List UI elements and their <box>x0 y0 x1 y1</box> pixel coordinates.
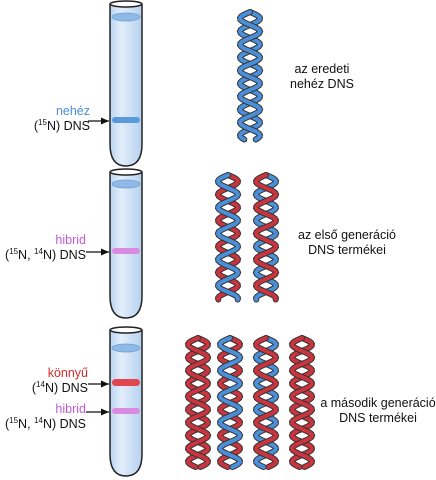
band-description: (15N, 14N) DNS <box>0 417 86 432</box>
caption-line: a második generáció <box>320 396 436 410</box>
band-label-heavy: nehéz (15N) DNS <box>0 104 90 134</box>
dna-double-helix <box>252 172 280 303</box>
band-description: (15N) DNS <box>0 119 90 134</box>
test-tube-heavy <box>109 0 143 167</box>
band-label-hybrid: hibrid (15N, 14N) DNS <box>0 233 86 263</box>
desc-end: N) DNS <box>42 248 86 262</box>
isotope-superscript: 15 <box>9 416 19 425</box>
test-tube-second-gen <box>109 326 143 477</box>
band-name: hibrid <box>55 402 86 416</box>
band-label-light: könnyű (14N) DNS <box>0 366 88 396</box>
band-heavy <box>112 117 140 123</box>
desc-end: N) DNS <box>42 417 86 431</box>
isotope-superscript: 15 <box>38 118 47 127</box>
caption-line: DNS termékei <box>339 411 417 425</box>
isotope-superscript: 14 <box>34 416 43 425</box>
desc-mid: N) DNS <box>46 119 90 133</box>
band-hybrid <box>112 408 140 414</box>
band-name: hibrid <box>55 233 86 247</box>
dna-double-helix <box>288 335 316 470</box>
test-tube-first-gen <box>109 168 143 319</box>
dna-strand-b <box>215 173 241 302</box>
result-caption-original: az eredeti nehéz DNS <box>262 62 382 92</box>
dna-strand-b <box>217 336 243 469</box>
caption-line: nehéz DNS <box>290 77 354 91</box>
band-light <box>112 379 140 386</box>
desc-mid: N, <box>18 248 35 262</box>
caption-line: az első generáció <box>298 228 396 242</box>
isotope-superscript: 14 <box>36 380 45 389</box>
desc-pre: ( <box>31 381 37 395</box>
dna-strand-b <box>289 336 315 469</box>
dna-double-helix <box>252 335 280 470</box>
desc-pre: ( <box>4 417 10 431</box>
desc-mid: N, <box>18 417 35 431</box>
band-description: (15N, 14N) DNS <box>0 248 86 263</box>
dna-double-helix <box>216 335 244 470</box>
desc-pre: ( <box>4 248 10 262</box>
band-description: (14N) DNS <box>0 381 88 396</box>
dna-strand-b <box>185 336 211 469</box>
result-caption-first-gen: az első generáció DNS termékei <box>282 228 412 258</box>
dna-double-helix <box>184 335 212 470</box>
band-label-hybrid-2: hibrid (15N, 14N) DNS <box>0 402 86 432</box>
dna-strand-b <box>253 336 279 469</box>
caption-line: DNS termékei <box>308 243 386 257</box>
dna-strand-b <box>237 10 263 142</box>
dna-strand-b <box>253 173 279 302</box>
band-hybrid <box>112 248 140 254</box>
result-caption-second-gen: a második generáció DNS termékei <box>320 396 436 426</box>
isotope-superscript: 15 <box>9 247 19 256</box>
dna-double-helix <box>214 172 242 303</box>
desc-pre: ( <box>33 119 39 133</box>
desc-mid: N) DNS <box>44 381 88 395</box>
band-name: könnyű <box>47 366 88 380</box>
band-name: nehéz <box>55 104 90 118</box>
isotope-superscript: 14 <box>34 247 43 256</box>
caption-line: az eredeti <box>294 62 350 76</box>
dna-double-helix <box>236 9 264 143</box>
